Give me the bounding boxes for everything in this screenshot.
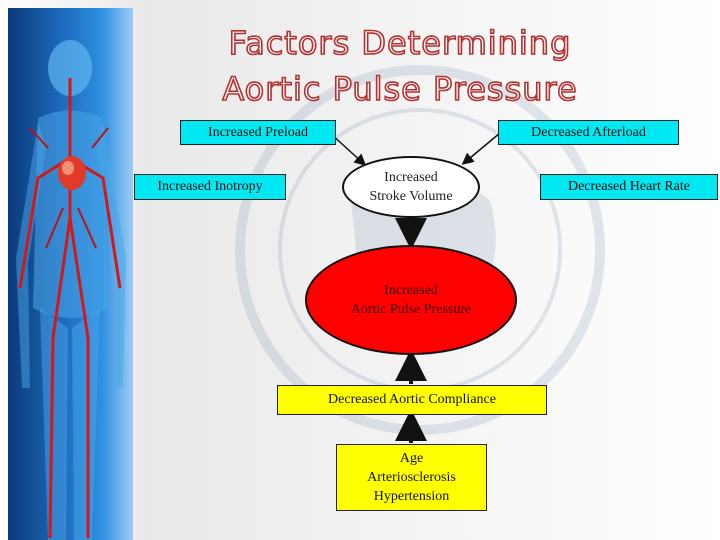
causes-box: Age Arteriosclerosis Hypertension bbox=[336, 444, 487, 511]
increased-inotropy-label: Increased Inotropy bbox=[157, 179, 263, 194]
title-line-2: Aortic Pulse Pressure bbox=[222, 69, 578, 109]
stroke-volume-line-1: Increased bbox=[384, 170, 438, 185]
cause-age: Age bbox=[399, 451, 424, 466]
increased-aortic-pulse-pressure-oval: Increased Aortic Pulse Pressure bbox=[305, 245, 517, 355]
stroke-volume-line-2: Stroke Volume bbox=[369, 189, 453, 204]
arrow-afterload-to-stroke-volume bbox=[461, 132, 501, 165]
increased-preload-box: Increased Preload bbox=[180, 120, 336, 145]
page-title: Factors Determining Aortic Pulse Pressur… bbox=[160, 20, 640, 112]
circulatory-system-image bbox=[8, 8, 133, 540]
pulse-pressure-line-1: Increased bbox=[384, 283, 438, 298]
decreased-aortic-compliance-box: Decreased Aortic Compliance bbox=[277, 385, 547, 415]
increased-stroke-volume-oval: Increased Stroke Volume bbox=[342, 156, 480, 218]
decreased-heart-rate-box: Decreased Heart Rate bbox=[540, 174, 718, 200]
cause-hypertension: Hypertension bbox=[373, 489, 450, 504]
decreased-heart-rate-label: Decreased Heart Rate bbox=[567, 179, 691, 194]
increased-inotropy-box: Increased Inotropy bbox=[134, 174, 286, 200]
decreased-aortic-compliance-label: Decreased Aortic Compliance bbox=[328, 392, 496, 407]
pulse-pressure-line-2: Aortic Pulse Pressure bbox=[350, 302, 472, 317]
cause-arteriosclerosis: Arteriosclerosis bbox=[367, 470, 456, 485]
title-line-1: Factors Determining bbox=[228, 23, 572, 63]
increased-preload-label: Increased Preload bbox=[208, 124, 308, 140]
decreased-afterload-label: Decreased Afterload bbox=[531, 124, 646, 140]
decreased-afterload-box: Decreased Afterload bbox=[498, 120, 679, 145]
